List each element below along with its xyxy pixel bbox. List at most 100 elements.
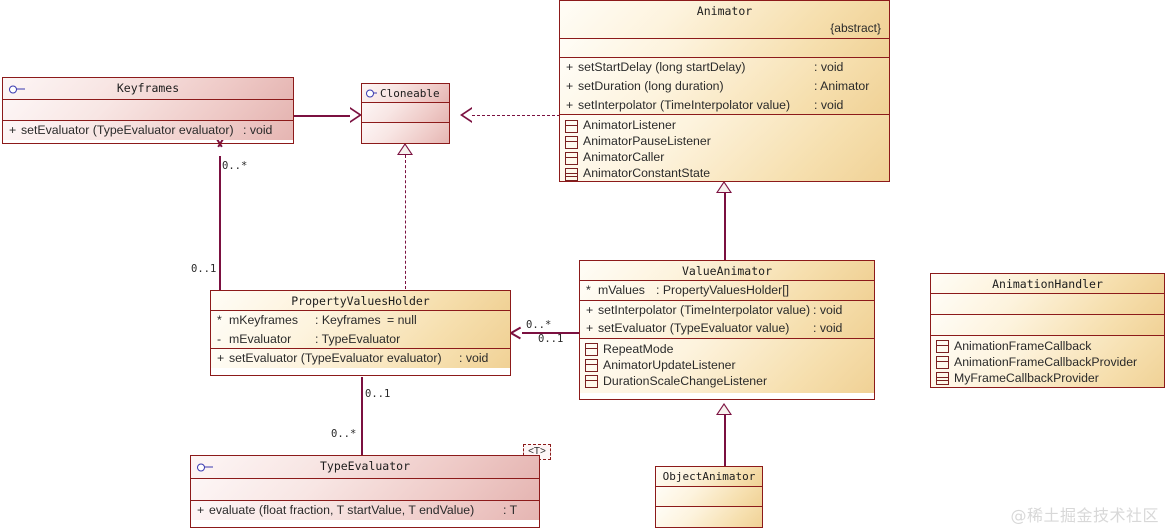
- interface-nested-icon: [565, 119, 578, 133]
- visibility-marker: *: [217, 313, 222, 327]
- method-return-type: : void: [813, 321, 843, 336]
- animator-header: Animator {abstract}: [560, 1, 889, 40]
- method-signature: setEvaluator (TypeEvaluator evaluator): [229, 351, 442, 366]
- watermark: @稀土掘金技术社区: [1010, 506, 1159, 525]
- connector-keyframes-cloneable: [294, 115, 350, 117]
- nested-type-row: RepeatMode: [580, 342, 874, 358]
- multiplicity-va-pvh-bottom: 0..1: [538, 333, 564, 345]
- nested-type-label: DurationScaleChangeListener: [603, 373, 768, 388]
- multiplicity-pvh-te-bottom: 0..*: [331, 428, 357, 440]
- keyframes-attributes: [3, 100, 293, 121]
- type-evaluator-title: TypeEvaluator: [319, 459, 410, 473]
- connector-valueanimator-pvh: [522, 332, 580, 334]
- nested-type-row: DurationScaleChangeListener: [580, 374, 874, 390]
- visibility-marker: +: [586, 302, 594, 317]
- animator-nested-types: AnimatorListener AnimatorPauseListener A…: [560, 115, 889, 181]
- arrowhead-realization-animator-cloneable: [460, 107, 472, 123]
- method-signature: setInterpolator (TimeInterpolator value): [578, 97, 791, 112]
- connector-pvh-typeevaluator: [361, 377, 363, 455]
- keyframes-title: Keyframes: [116, 81, 180, 95]
- interface-nested-icon: [585, 375, 598, 389]
- nested-type-label: AnimatorPauseListener: [583, 134, 711, 149]
- nested-type-row: AnimatorConstantState: [560, 166, 889, 181]
- pvh-methods: + setEvaluator (TypeEvaluator evaluator)…: [211, 349, 510, 368]
- attribute-name: mEvaluator: [229, 331, 292, 346]
- arrowhead-generalization-objectanimator-valueanimator: [716, 403, 732, 415]
- connector-animator-cloneable: [472, 115, 560, 116]
- type-evaluator-attributes: [191, 479, 539, 501]
- keyframes-method-row: + setEvaluator (TypeEvaluator evaluator)…: [3, 121, 293, 140]
- method-return-type: : void: [814, 97, 844, 112]
- value-animator-attribute-row: * mValues : PropertyValuesHolder[]: [580, 281, 874, 300]
- nested-type-label: AnimationFrameCallback: [954, 339, 1092, 353]
- animator-title: Animator: [696, 4, 753, 18]
- connector-valueanimator-animator: [724, 193, 726, 260]
- type-evaluator-method-row: + evaluate (float fraction, T startValue…: [191, 501, 539, 520]
- class-box-type-evaluator[interactable]: TypeEvaluator + evaluate (float fraction…: [190, 455, 540, 528]
- nested-type-row: AnimatorUpdateListener: [580, 358, 874, 374]
- cloneable-attributes: [362, 103, 449, 123]
- arrowhead-generalization-valueanimator-animator: [716, 181, 732, 193]
- visibility-marker: +: [566, 60, 574, 75]
- class-box-animator[interactable]: Animator {abstract} + setStartDelay (lon…: [559, 0, 890, 182]
- class-box-keyframes[interactable]: Keyframes + setEvaluator (TypeEvaluator …: [2, 77, 294, 144]
- class-nested-icon: [936, 372, 949, 386]
- connector-pvh-keyframes: [219, 156, 221, 290]
- multiplicity-pvh-te-top: 0..1: [365, 388, 391, 400]
- nested-type-row: AnimatorCaller: [560, 150, 889, 166]
- animator-method-row: + setDuration (long duration) : Animator: [560, 77, 889, 96]
- value-animator-method-row: + setEvaluator (TypeEvaluator value) : v…: [580, 319, 874, 338]
- multiplicity-pvh-keyframes-top: 0..*: [222, 160, 248, 172]
- method-return-type: : void: [243, 123, 273, 137]
- visibility-marker: +: [217, 351, 225, 366]
- connector-pvh-cloneable: [405, 155, 406, 289]
- nested-type-row: AnimationFrameCallback: [931, 339, 1164, 355]
- class-box-object-animator[interactable]: ObjectAnimator: [655, 466, 763, 528]
- nested-type-label: RepeatMode: [603, 341, 674, 356]
- connector-objectanimator-valueanimator: [724, 415, 726, 467]
- method-signature: setEvaluator (TypeEvaluator value): [598, 321, 790, 336]
- method-signature: evaluate (float fraction, T startValue, …: [209, 503, 475, 517]
- visibility-marker: +: [566, 97, 574, 112]
- class-box-animation-handler[interactable]: AnimationHandler AnimationFrameCallback …: [930, 273, 1165, 388]
- type-evaluator-methods: + evaluate (float fraction, T startValue…: [191, 501, 539, 520]
- nested-type-row: AnimatorListener: [560, 118, 889, 134]
- object-animator-attributes: [656, 487, 762, 507]
- animation-handler-header: AnimationHandler: [931, 274, 1164, 294]
- cloneable-header: Cloneable: [362, 84, 449, 103]
- interface-nested-icon: [936, 356, 949, 370]
- interface-nested-icon: [585, 359, 598, 373]
- animator-attributes: [560, 39, 889, 59]
- pvh-header: PropertyValuesHolder: [211, 291, 510, 311]
- interface-nested-icon: [565, 151, 578, 165]
- attribute-name: mValues: [598, 283, 645, 297]
- interface-marker-icon: [9, 85, 25, 93]
- object-animator-methods: [656, 507, 762, 527]
- value-animator-title: ValueAnimator: [681, 264, 772, 278]
- pvh-title: PropertyValuesHolder: [291, 294, 430, 308]
- class-box-cloneable[interactable]: Cloneable: [361, 83, 450, 144]
- value-animator-method-row: + setInterpolator (TimeInterpolator valu…: [580, 301, 874, 320]
- pvh-attributes: * mKeyframes : Keyframes = null - mEvalu…: [211, 311, 510, 350]
- type-evaluator-header: TypeEvaluator: [191, 456, 539, 479]
- keyframes-header: Keyframes: [3, 78, 293, 100]
- method-signature: setDuration (long duration): [578, 78, 724, 93]
- method-return-type: : void: [459, 351, 489, 366]
- attribute-default: = null: [387, 313, 417, 327]
- interface-nested-icon: [936, 340, 949, 354]
- nested-type-row: MyFrameCallbackProvider: [931, 371, 1164, 387]
- animation-handler-nested-types: AnimationFrameCallback AnimationFrameCal…: [931, 336, 1164, 387]
- arrowhead-association-pvh-keyframes: [213, 146, 227, 160]
- class-box-value-animator[interactable]: ValueAnimator * mValues : PropertyValues…: [579, 260, 875, 400]
- cloneable-methods: [362, 123, 449, 143]
- arrowhead-association-valueanimator-pvh: [511, 325, 525, 339]
- nested-type-label: AnimatorListener: [583, 118, 676, 133]
- object-animator-title: ObjectAnimator: [662, 470, 756, 483]
- multiplicity-pvh-keyframes-bottom: 0..1: [191, 263, 217, 275]
- animator-method-row: + setInterpolator (TimeInterpolator valu…: [560, 96, 889, 115]
- class-box-property-values-holder[interactable]: PropertyValuesHolder * mKeyframes : Keyf…: [210, 290, 511, 376]
- visibility-marker: +: [566, 78, 574, 93]
- attribute-type: : TypeEvaluator: [315, 331, 401, 346]
- animator-abstract-tag: {abstract}: [830, 21, 881, 36]
